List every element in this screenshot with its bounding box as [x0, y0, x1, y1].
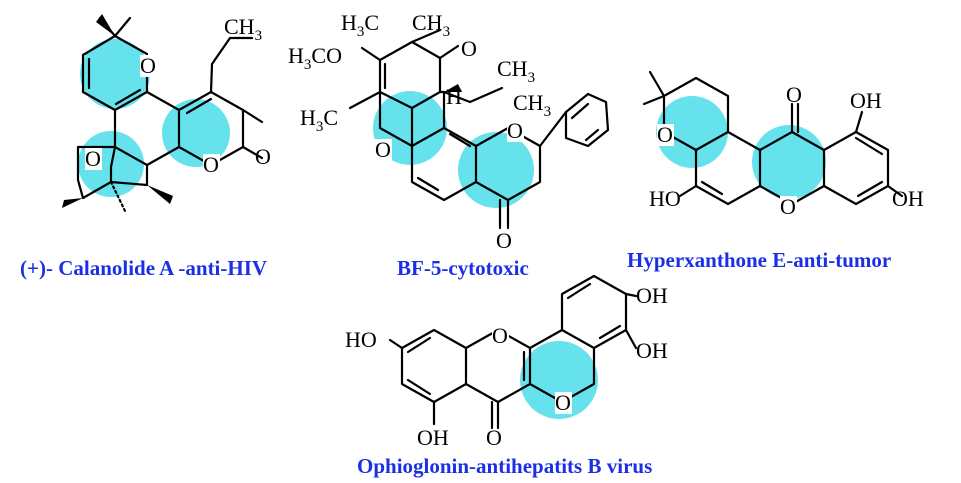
ophioglonin-o-ketone: O — [486, 425, 502, 450]
bf5-o-ring1: O — [375, 137, 391, 162]
ophioglonin-oh-top: OH — [636, 283, 668, 308]
calanolide-o-carbonyl: O — [255, 144, 271, 169]
ophioglonin-o-ring: O — [555, 390, 571, 415]
hyperxanthone-o-ketone: O — [786, 82, 802, 107]
hyperxanthone-o-xanthene: O — [780, 194, 796, 219]
bf5-o-ring2: O — [507, 118, 523, 143]
hyperxanthone-structure: O O O OH HO OH — [642, 70, 924, 219]
hyperxanthone-caption: Hyperxanthone E-anti-tumor — [627, 248, 891, 272]
bf5-ch3-c: CH3 — [513, 90, 551, 120]
bf5-caption: BF-5-cytotoxic — [397, 256, 529, 280]
calanolide-o-lactone: O — [203, 152, 219, 177]
hyperxanthone-ho-left: HO — [649, 186, 681, 211]
calanolide-ch3-label: CH3 — [224, 14, 262, 44]
hyperxanthone-o-pyran: O — [657, 122, 673, 147]
ophioglonin-structure: HO O O O OH OH OH — [345, 274, 668, 450]
bf5-h3co: H3CO — [288, 43, 342, 73]
bf5-ch3-a: CH3 — [412, 10, 450, 40]
calanolide-caption: (+)- Calanolide A -anti-HIV — [20, 256, 267, 280]
calanolide-structure: O O O O CH3 — [62, 14, 271, 215]
bf5-ch3-b: CH3 — [497, 56, 535, 86]
ophioglonin-highlight-ring — [520, 341, 598, 419]
bf5-h3c-b: H3C — [300, 105, 338, 135]
ophioglonin-oh-mid: OH — [636, 338, 668, 363]
calanolide-o-chromanol: O — [85, 146, 101, 171]
ophioglonin-ho-left: HO — [345, 327, 377, 352]
bf5-o-ketone: O — [461, 36, 477, 61]
hyperxanthone-oh-right: OH — [892, 186, 924, 211]
bf5-h-stereo: H — [446, 84, 462, 109]
bf5-h3c-a: H3C — [341, 10, 379, 40]
ophioglonin-o-bridge: O — [492, 323, 508, 348]
hyperxanthone-highlight-pyran — [656, 96, 728, 168]
hyperxanthone-oh-top: OH — [850, 88, 882, 113]
calanolide-highlight-pyran — [80, 39, 150, 109]
ophioglonin-caption: Ophioglonin-antihepatits B virus — [357, 454, 652, 478]
ophioglonin-oh-bottom: OH — [417, 425, 449, 450]
calanolide-o-pyran: O — [140, 53, 156, 78]
bf5-structure: H3C CH3 H3CO O H3C H CH3 CH3 O O O — [288, 10, 610, 253]
bf5-o-bottom: O — [496, 228, 512, 253]
